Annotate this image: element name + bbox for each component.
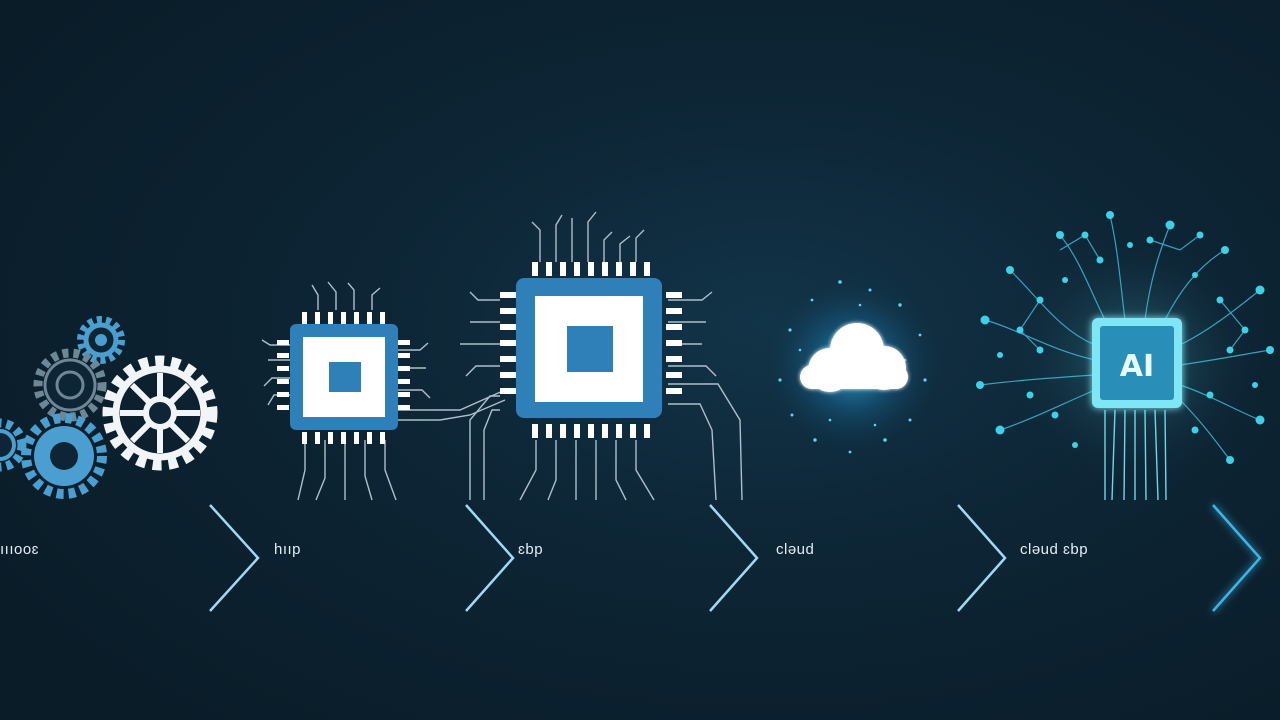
stage-label-1: ıııooɛ — [0, 541, 40, 558]
chip-large-icon — [460, 211, 743, 501]
timeline-strip — [0, 503, 1262, 613]
stage-label-4: cləud — [776, 541, 815, 558]
ai-badge-text: AI — [1120, 349, 1154, 384]
ai-brain-icon: AI — [976, 211, 1274, 501]
cloud-icon — [758, 270, 948, 460]
stage-label-5: cləud ɛbp — [1020, 541, 1089, 558]
stage-label-2: hııp — [274, 541, 302, 558]
stage-label-3: ɛbp — [518, 541, 544, 558]
chip-small-icon — [261, 281, 506, 501]
gears-icon — [0, 316, 218, 499]
